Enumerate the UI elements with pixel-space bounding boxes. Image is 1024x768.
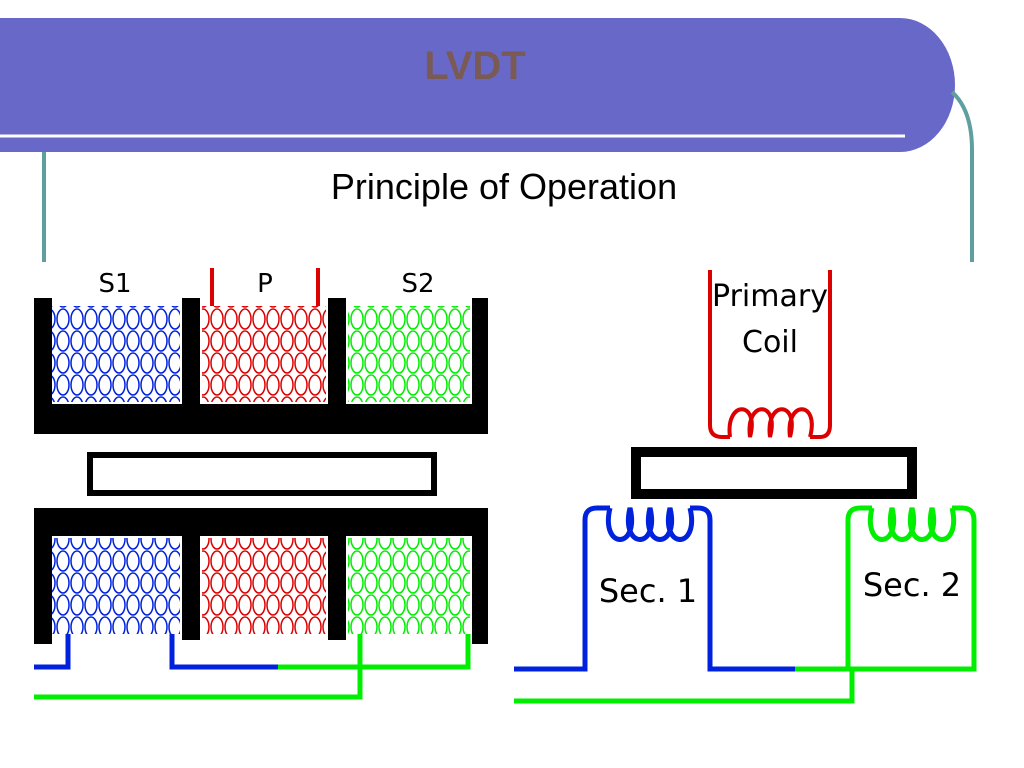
upper-coil-p xyxy=(202,306,326,402)
label-s2: S2 xyxy=(401,269,434,299)
primary-leads xyxy=(210,268,320,306)
upper-core xyxy=(34,298,488,434)
lvdt-schematic: Primary Coil Sec. 1 Sec. 2 xyxy=(514,270,977,704)
sec2-label: Sec. 2 xyxy=(863,566,961,604)
left-wiring-green xyxy=(34,634,471,700)
lower-core xyxy=(34,508,488,644)
sec1-label: Sec. 1 xyxy=(599,572,697,610)
upper-coil-s1 xyxy=(52,306,180,402)
schematic-core xyxy=(631,447,917,499)
primary-coil xyxy=(708,270,832,439)
frame-lines xyxy=(42,90,974,262)
primary-label-line2: Coil xyxy=(742,325,798,360)
movable-core xyxy=(87,452,437,496)
lvdt-cross-section: S1 P S2 xyxy=(34,268,488,700)
slide-subtitle: Principle of Operation xyxy=(330,166,678,207)
primary-label-line1: Primary xyxy=(712,279,828,314)
secondary-coil-1 xyxy=(514,505,795,672)
lower-coil-s2 xyxy=(348,538,470,634)
secondary-coil-2 xyxy=(514,505,977,704)
label-s1: S1 xyxy=(98,269,131,299)
slide-title: LVDT xyxy=(424,44,526,88)
label-p: P xyxy=(257,269,273,299)
lower-coil-s1 xyxy=(52,538,180,634)
title-banner xyxy=(0,18,955,152)
upper-coil-s2 xyxy=(348,306,470,402)
lower-coil-p xyxy=(202,538,326,634)
left-wiring-blue xyxy=(34,634,278,670)
